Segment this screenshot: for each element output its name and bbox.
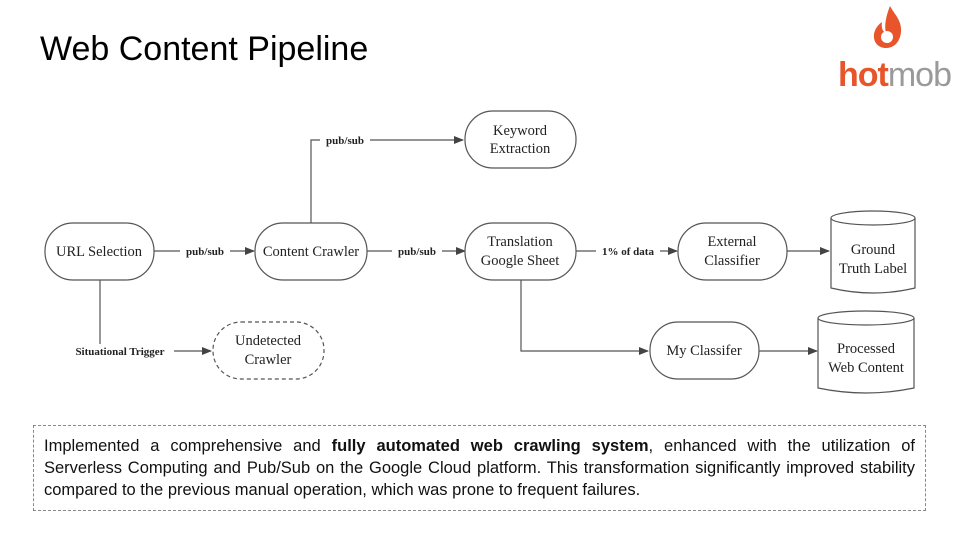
edge-label-one-percent: 1% of data <box>602 246 654 258</box>
edge-label-situational-trigger: Situational Trigger <box>75 346 164 358</box>
node-label-external-1: External <box>707 234 756 250</box>
flame-icon <box>873 6 902 48</box>
node-label-my-classifier: My Classifer <box>666 343 741 359</box>
node-processed-web-content <box>817 310 915 394</box>
node-content-crawler <box>254 222 368 281</box>
logo-mob-text: mob <box>887 56 952 94</box>
node-label-ground-1: Ground <box>851 242 896 258</box>
node-url-selection <box>44 222 155 281</box>
edge-label-pubsub-3: pub/sub <box>398 246 436 258</box>
summary-bold-text: fully automated web crawling system <box>331 437 649 455</box>
hotmob-logo: hotmob <box>838 4 958 94</box>
edge-url-to-undetected <box>99 280 212 355</box>
node-label-ground-2: Truth Label <box>839 261 907 277</box>
node-label-processed-2: Web Content <box>828 360 904 376</box>
edge-label-pubsub-2: pub/sub <box>326 135 364 147</box>
node-label-content-crawler: Content Crawler <box>263 244 359 260</box>
summary-text-2: , enhanced with the utilization of Serve… <box>44 437 915 499</box>
node-undetected-crawler <box>212 321 325 380</box>
node-translation <box>464 222 577 281</box>
node-label-url-selection: URL Selection <box>56 244 143 260</box>
node-label-keyword-1: Keyword <box>493 123 548 139</box>
node-my-classifier <box>649 321 760 380</box>
node-keyword-extraction <box>464 110 577 169</box>
summary-box: Implemented a comprehensive and fully au… <box>33 425 926 511</box>
node-label-keyword-2: Extraction <box>490 141 551 157</box>
edge-label-pubsub-1: pub/sub <box>186 246 224 258</box>
pipeline-diagram: pub/sub pub/sub pub/sub 1% of data Situa… <box>44 110 916 394</box>
node-label-translation-1: Translation <box>487 234 553 250</box>
edge-crawler-to-keyword <box>310 136 464 224</box>
node-label-translation-2: Google Sheet <box>481 253 560 269</box>
logo-hot-text: hot <box>838 56 889 94</box>
page-title: Web Content Pipeline <box>40 30 369 68</box>
summary-text-1: Implemented a comprehensive and <box>44 437 332 455</box>
node-ground-truth-label <box>830 210 916 294</box>
edge-translation-to-myclassifier <box>520 280 649 355</box>
node-label-undetected-1: Undetected <box>235 333 302 349</box>
node-external-classifier <box>677 222 788 281</box>
node-label-external-2: Classifier <box>704 253 760 269</box>
node-label-undetected-2: Crawler <box>245 352 292 368</box>
node-label-processed-1: Processed <box>837 341 896 357</box>
